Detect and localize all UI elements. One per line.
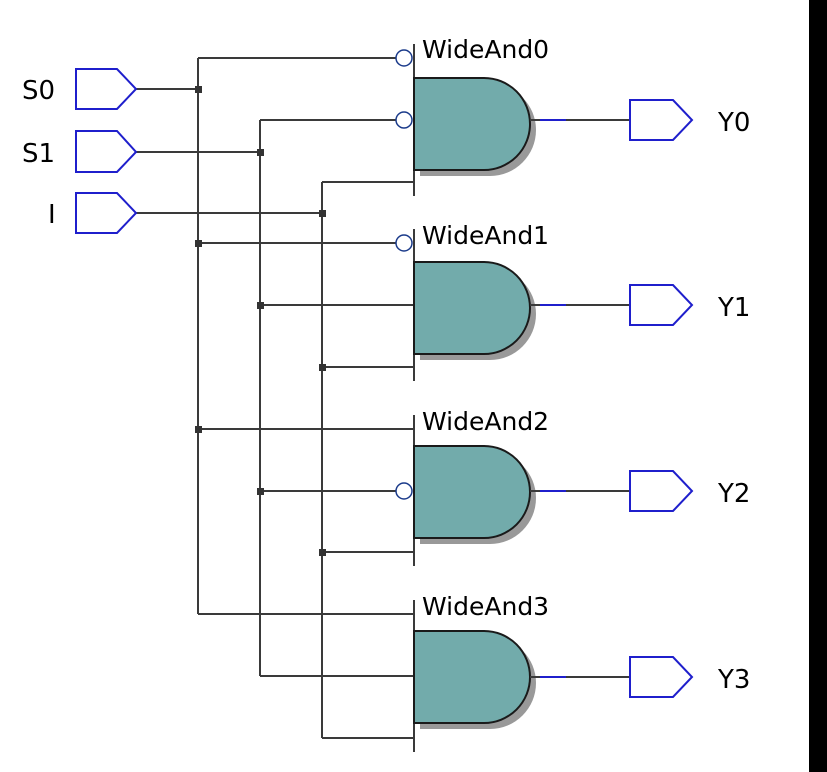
inverter-bubble	[395, 482, 413, 500]
inverter-bubble	[395, 49, 413, 67]
output-pin-y0[interactable]: Y0	[629, 99, 750, 141]
inverter-bubble	[395, 111, 413, 129]
input-pin-i[interactable]: I	[48, 192, 138, 234]
output-pin-label: Y0	[717, 108, 750, 138]
inverter-bubble	[395, 234, 413, 252]
output-pin-label: Y1	[717, 293, 750, 323]
wide-and-gate-3[interactable]: WideAnd3	[413, 592, 549, 752]
gate-label: WideAnd1	[422, 221, 549, 250]
input-pin-label: S1	[22, 139, 55, 169]
gate-label: WideAnd3	[422, 592, 549, 621]
output-pin-y2[interactable]: Y2	[629, 470, 750, 512]
junction	[319, 210, 326, 217]
junction	[257, 302, 264, 309]
output-pin-y3[interactable]: Y3	[629, 656, 750, 698]
junction	[195, 426, 202, 433]
input-pin-label: S0	[22, 76, 55, 106]
decoder-schematic: S0 S1 I WideAnd0 Y0 WideAnd1 Y1	[22, 35, 750, 752]
junction	[195, 240, 202, 247]
wide-and-gate-0[interactable]: WideAnd0	[395, 35, 549, 196]
junction	[319, 549, 326, 556]
output-pin-y1[interactable]: Y1	[629, 284, 750, 326]
input-pin-label: I	[48, 200, 56, 230]
wide-and-gate-1[interactable]: WideAnd1	[395, 221, 549, 381]
output-pin-label: Y2	[717, 479, 750, 509]
junction	[319, 364, 326, 371]
junction	[195, 86, 202, 93]
gate-label: WideAnd0	[422, 35, 549, 64]
window-edge	[809, 0, 827, 772]
output-pin-label: Y3	[717, 665, 750, 695]
gate-label: WideAnd2	[422, 407, 549, 436]
junction	[257, 488, 264, 495]
input-pin-s1[interactable]: S1	[22, 130, 138, 173]
input-pin-s0[interactable]: S0	[22, 68, 138, 110]
junction	[257, 149, 264, 156]
wide-and-gate-2[interactable]: WideAnd2	[395, 407, 549, 566]
